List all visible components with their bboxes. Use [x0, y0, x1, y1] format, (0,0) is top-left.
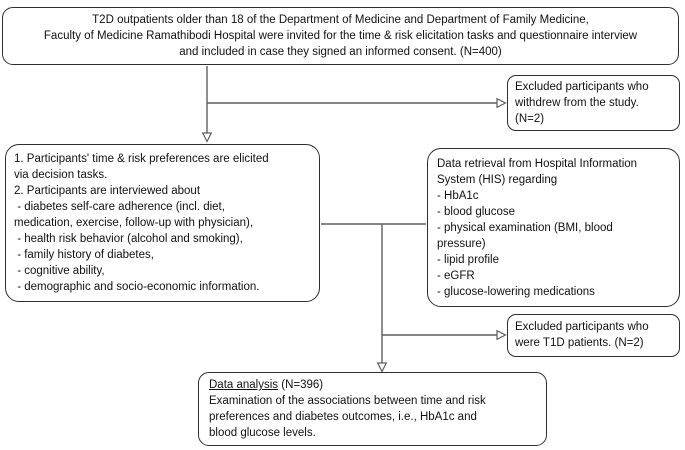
tasks-interview-text: 1. Participants' time & risk preferences… [14, 153, 269, 293]
data-analysis-body: Examination of the associations between … [209, 395, 486, 439]
box-excluded-t1d: Excluded participants who were T1D patie… [507, 314, 680, 357]
arrowhead-right-icon [496, 329, 507, 341]
box-data-retrieval: Data retrieval from Hospital Information… [427, 148, 680, 307]
box-recruitment: T2D outpatients older than 18 of the Dep… [2, 7, 679, 65]
data-analysis-heading-suffix: (N=396) [278, 379, 324, 391]
data-analysis-heading-line: Data analysis (N=396) [209, 377, 536, 393]
data-analysis-heading: Data analysis [209, 379, 279, 391]
excluded-withdrew-text: Excluded participants who withdrew from … [515, 81, 649, 125]
box-tasks-interview: 1. Participants' time & risk preferences… [5, 144, 320, 302]
excluded-t1d-text: Excluded participants who were T1D patie… [515, 321, 649, 349]
box-excluded-withdrew: Excluded participants who withdrew from … [507, 75, 680, 131]
box-data-analysis: Data analysis (N=396) Examination of the… [198, 372, 547, 446]
arrowhead-down-icon [201, 132, 213, 143]
arrowhead-right-icon [496, 97, 507, 109]
arrowhead-down-icon [376, 362, 388, 373]
data-retrieval-text: Data retrieval from Hospital Information… [437, 158, 638, 298]
recruitment-text: T2D outpatients older than 18 of the Dep… [43, 14, 638, 58]
